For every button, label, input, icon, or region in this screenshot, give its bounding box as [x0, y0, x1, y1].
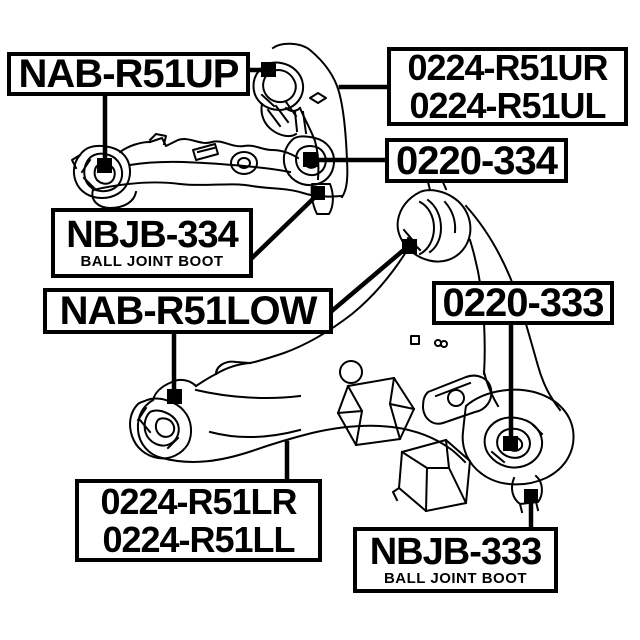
- marker-upper-boot: [311, 186, 325, 200]
- marker-upper-rear-bushing: [303, 152, 318, 167]
- marker-lower-rear-bushing: [503, 436, 518, 451]
- label-box-0220-334: 0220-334: [385, 138, 568, 183]
- leader-nab-r51low-right: [329, 244, 410, 314]
- part-markers: [97, 62, 538, 503]
- marker-lower-front-bushing: [167, 389, 182, 404]
- label-box-nbjb-334: NBJB-334 BALL JOINT BOOT: [51, 208, 253, 278]
- part-number: 0220-334: [395, 138, 558, 183]
- part-number: 0224-R51LL: [102, 518, 295, 560]
- marker-lower-boot: [524, 489, 538, 503]
- marker-upper-front-bushing-top: [261, 62, 276, 77]
- leader-nbjb-334-arrow: [249, 192, 320, 261]
- label-box-nab-r51up: NAB-R51UP: [7, 52, 250, 96]
- part-number: NAB-R51LOW: [59, 289, 318, 333]
- part-number: 0224-R51UL: [409, 84, 606, 126]
- label-box-nbjb-333: NBJB-333 BALL JOINT BOOT: [353, 527, 558, 593]
- marker-lower-top-bushing: [402, 239, 417, 254]
- leader-lines: [102, 67, 534, 530]
- label-box-0220-333: 0220-333: [432, 281, 614, 325]
- part-number: NAB-R51UP: [18, 52, 240, 96]
- part-description: BALL JOINT BOOT: [383, 569, 528, 587]
- label-box-nab-r51low: NAB-R51LOW: [43, 288, 333, 334]
- part-description: BALL JOINT BOOT: [80, 252, 224, 270]
- part-number: 0220-333: [442, 281, 604, 325]
- label-box-0224-r51u: 0224-R51UR 0224-R51UL: [387, 47, 628, 126]
- part-number: NBJB-334: [66, 213, 239, 256]
- label-box-0224-r51l: 0224-R51LR 0224-R51LL: [75, 479, 322, 562]
- part-number: 0224-R51UR: [407, 46, 608, 88]
- lower-control-arm-drawing: [129, 179, 575, 514]
- part-number: NBJB-333: [369, 530, 543, 573]
- marker-upper-front-bushing: [97, 158, 112, 173]
- part-number: 0224-R51LR: [100, 480, 297, 522]
